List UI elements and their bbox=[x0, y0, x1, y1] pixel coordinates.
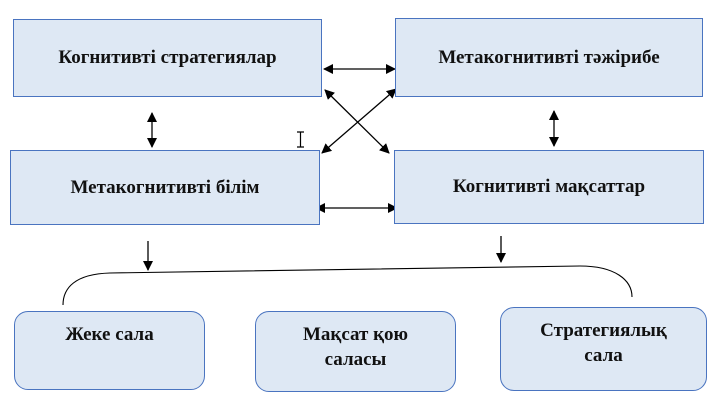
box-cognitive-strategies: Когнитивті стратегиялар bbox=[13, 19, 322, 97]
box-label-line1: Мақсат қою bbox=[302, 324, 409, 345]
box-goal-setting-domain: Мақсат қою саласы bbox=[255, 311, 456, 392]
arrow-diagonal-strategies-goals bbox=[324, 89, 390, 154]
grouping-brace bbox=[62, 265, 633, 306]
box-metacognitive-experience: Метакогнитивті тәжірибе bbox=[395, 18, 703, 97]
box-label-line1: Жеке сала bbox=[65, 324, 154, 345]
box-label: Когнитивті мақсаттар bbox=[452, 176, 646, 197]
box-label-line2: сала bbox=[584, 345, 623, 366]
box-label-line2: саласы bbox=[324, 349, 387, 370]
box-label-line1: Стратегиялық bbox=[540, 320, 667, 341]
arrow-diagonal-experience-knowledge bbox=[321, 88, 397, 154]
box-metacognitive-knowledge: Метакогнитивті білім bbox=[10, 150, 320, 225]
box-personal-domain: Жеке сала bbox=[14, 311, 205, 390]
box-label: Когнитивті стратегиялар bbox=[58, 47, 277, 68]
box-label: Метакогнитивті тәжірибе bbox=[438, 46, 660, 68]
text-cursor-icon bbox=[297, 131, 304, 148]
box-label: Метакогнитивті білім bbox=[70, 176, 260, 198]
box-strategic-domain: Стратегиялық сала bbox=[500, 307, 707, 391]
box-cognitive-goals: Когнитивті мақсаттар bbox=[394, 150, 704, 224]
